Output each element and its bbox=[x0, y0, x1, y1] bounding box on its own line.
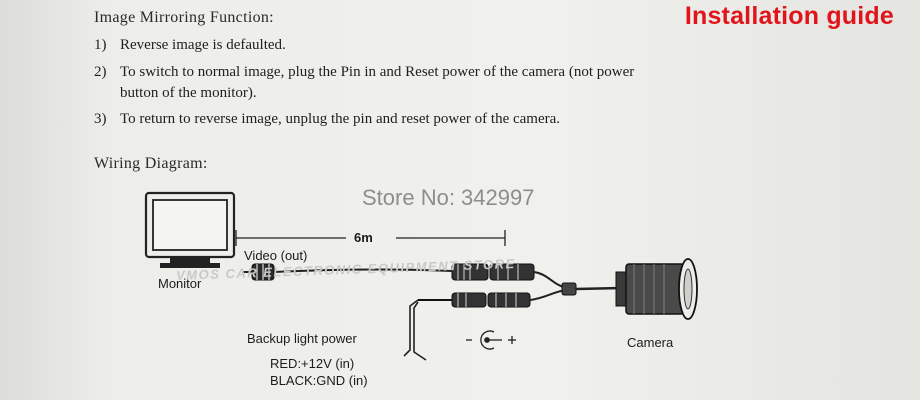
wiring-heading: Wiring Diagram: bbox=[94, 155, 208, 172]
camera-label: Camera bbox=[627, 335, 674, 350]
mirroring-item-2: 2)To switch to normal image, plug the Pi… bbox=[94, 64, 635, 80]
store-number-overlay: Store No: 342997 bbox=[362, 185, 535, 210]
video-out-label: Video (out) bbox=[244, 248, 308, 263]
backup-power-label: Backup light power bbox=[247, 331, 357, 346]
mirroring-heading: Image Mirroring Function: bbox=[94, 9, 274, 26]
monitor-icon bbox=[144, 191, 236, 268]
power-red-label: RED:+12V (in) bbox=[270, 356, 355, 371]
mirroring-item-3: 3)To return to reverse image, unplug the… bbox=[94, 111, 561, 127]
power-dc-connector bbox=[418, 292, 531, 308]
dc-polarity-icon bbox=[466, 330, 516, 350]
power-leads bbox=[403, 299, 427, 361]
video-rca-connector bbox=[451, 263, 535, 281]
camera-icon bbox=[615, 258, 698, 320]
video-cable bbox=[242, 263, 453, 281]
mirroring-item-2-cont: button of the monitor). bbox=[120, 85, 257, 101]
monitor-label: Monitor bbox=[158, 276, 202, 291]
cable-length-dimension bbox=[235, 230, 506, 246]
cable-length-label: 6m bbox=[354, 230, 373, 245]
mirroring-item-1: 1)Reverse image is defaulted. bbox=[94, 37, 286, 53]
power-black-label: BLACK:GND (in) bbox=[270, 373, 368, 388]
installation-guide-title: Installation guide bbox=[684, 2, 894, 30]
camera-cable bbox=[529, 271, 623, 301]
